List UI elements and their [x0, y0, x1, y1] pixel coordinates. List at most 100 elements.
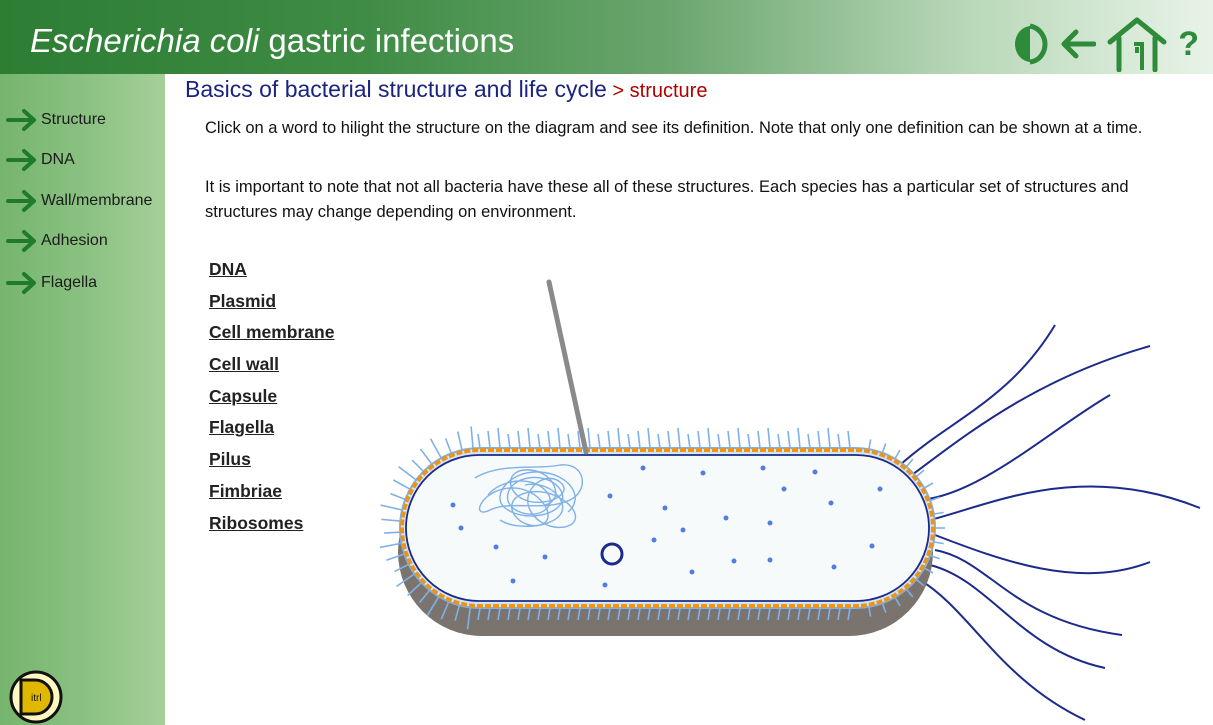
fimbria [777, 433, 781, 449]
fimbria [677, 427, 681, 449]
fimbria [827, 607, 831, 621]
sidebar: Structure DNA Wall/membrane Adhesion Fla… [0, 74, 165, 725]
instructions-paragraph: Click on a word to hilight the structure… [205, 119, 1143, 137]
fimbria [379, 542, 402, 549]
ribosomes [450, 465, 883, 588]
fimbria [567, 607, 571, 621]
fimbria [667, 607, 671, 621]
fimbria [787, 430, 791, 449]
fimbria [933, 541, 944, 545]
link-cell-membrane[interactable]: Cell membrane [209, 322, 335, 343]
link-dna[interactable]: DNA [209, 259, 247, 279]
itrl-logo: itrl [9, 670, 63, 724]
fimbria [868, 606, 872, 617]
sidebar-item-flagella[interactable]: Flagella [6, 268, 97, 298]
fimbria [929, 496, 940, 502]
fimbria [577, 430, 581, 449]
fimbria [817, 430, 821, 449]
link-capsule[interactable]: Capsule [209, 385, 278, 406]
fimbria [466, 607, 472, 630]
audio-icon[interactable] [1012, 22, 1048, 66]
app-title: Escherichia coli gastric infections [30, 22, 514, 60]
pilus [546, 279, 589, 455]
sidebar-item-label: DNA [41, 151, 75, 168]
fimbria [737, 427, 741, 449]
fimbria [517, 430, 521, 449]
fimbria [894, 449, 901, 460]
fimbria [537, 607, 541, 621]
home-icon[interactable] [1106, 16, 1168, 72]
fimbriae [379, 426, 945, 630]
fimbria [497, 427, 501, 449]
fimbria [677, 607, 681, 621]
fimbria [429, 438, 442, 459]
fimbria [557, 427, 561, 449]
fimbria [657, 433, 661, 449]
fimbria [444, 438, 453, 454]
fimbria [697, 607, 701, 621]
sidebar-item-label: Flagella [41, 274, 98, 291]
fimbria [647, 607, 651, 621]
fimbria [807, 607, 811, 621]
fimbria [454, 605, 461, 621]
sidebar-item-label: Adhesion [41, 232, 108, 249]
fimbria [905, 588, 914, 598]
fimbria [380, 504, 403, 511]
fimbria [797, 427, 801, 449]
sidebar-item-label: Wall/membrane [41, 192, 153, 209]
fimbria [607, 430, 611, 449]
link-pilus[interactable]: Pilus [209, 449, 251, 470]
fimbria [647, 427, 651, 449]
app-title-species: Escherichia coli [30, 22, 260, 59]
bacterium-diagram [379, 279, 1201, 721]
fimbria [747, 433, 751, 449]
fimbria [497, 607, 501, 621]
link-plasmid[interactable]: Plasmid [209, 290, 277, 311]
fimbria [597, 607, 601, 621]
header-bar: Escherichia coli gastric infections ? [0, 0, 1213, 74]
arrow-right-icon [6, 190, 36, 212]
fimbria [398, 465, 417, 481]
fimbria [456, 431, 463, 451]
fimbria [837, 607, 841, 621]
fimbria [817, 607, 821, 621]
help-icon[interactable]: ? [1178, 25, 1199, 63]
fimbria [411, 459, 424, 472]
fimbria [757, 430, 761, 449]
fimbria [915, 578, 925, 587]
fimbria [557, 607, 561, 621]
structure-link-list: DNA Plasmid Cell membrane Cell wall Caps… [209, 258, 334, 543]
fimbria [687, 607, 691, 621]
fimbria [547, 430, 551, 449]
fimbria [657, 607, 661, 621]
fimbria [797, 607, 801, 621]
fimbria [923, 567, 934, 574]
fimbria [737, 607, 741, 621]
fimbria [807, 433, 811, 449]
fimbria [507, 607, 511, 621]
fimbria [517, 607, 521, 621]
sidebar-item-structure[interactable]: Structure [6, 105, 106, 135]
page-title-text: Basics of bacterial structure and life c… [185, 76, 607, 102]
back-arrow-icon[interactable] [1058, 28, 1097, 60]
fimbria [747, 607, 751, 621]
fimbria [767, 607, 771, 621]
link-flagella[interactable]: Flagella [209, 417, 275, 438]
fimbria [419, 448, 433, 465]
fimbria [567, 433, 571, 449]
fimbria [537, 433, 541, 449]
link-fimbriae[interactable]: Fimbriae [209, 480, 282, 501]
fimbria [407, 581, 423, 597]
sidebar-item-dna[interactable]: DNA [6, 145, 75, 175]
fimbria [727, 607, 731, 621]
link-cell-wall[interactable]: Cell wall [209, 354, 280, 375]
fimbria [617, 427, 621, 449]
fimbria [637, 607, 641, 621]
fimbria [477, 607, 481, 621]
fimbria [627, 433, 631, 449]
fimbria [933, 511, 944, 515]
fimbria [707, 607, 711, 621]
link-ribosomes[interactable]: Ribosomes [209, 512, 304, 533]
sidebar-item-wall-membrane[interactable]: Wall/membrane [6, 186, 152, 216]
sidebar-item-adhesion[interactable]: Adhesion [6, 226, 108, 256]
